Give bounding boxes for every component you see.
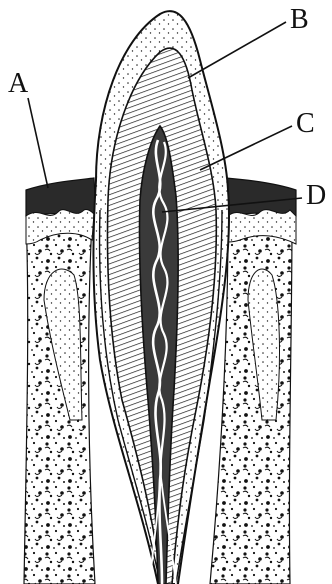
label-d: D: [306, 182, 326, 210]
leader-line-a: [28, 98, 48, 188]
bone-left: [24, 210, 95, 584]
label-c: C: [296, 110, 315, 138]
label-a: A: [8, 70, 28, 98]
gum-right: [226, 178, 296, 216]
leader-line-b: [188, 22, 286, 78]
label-b: B: [290, 6, 309, 34]
